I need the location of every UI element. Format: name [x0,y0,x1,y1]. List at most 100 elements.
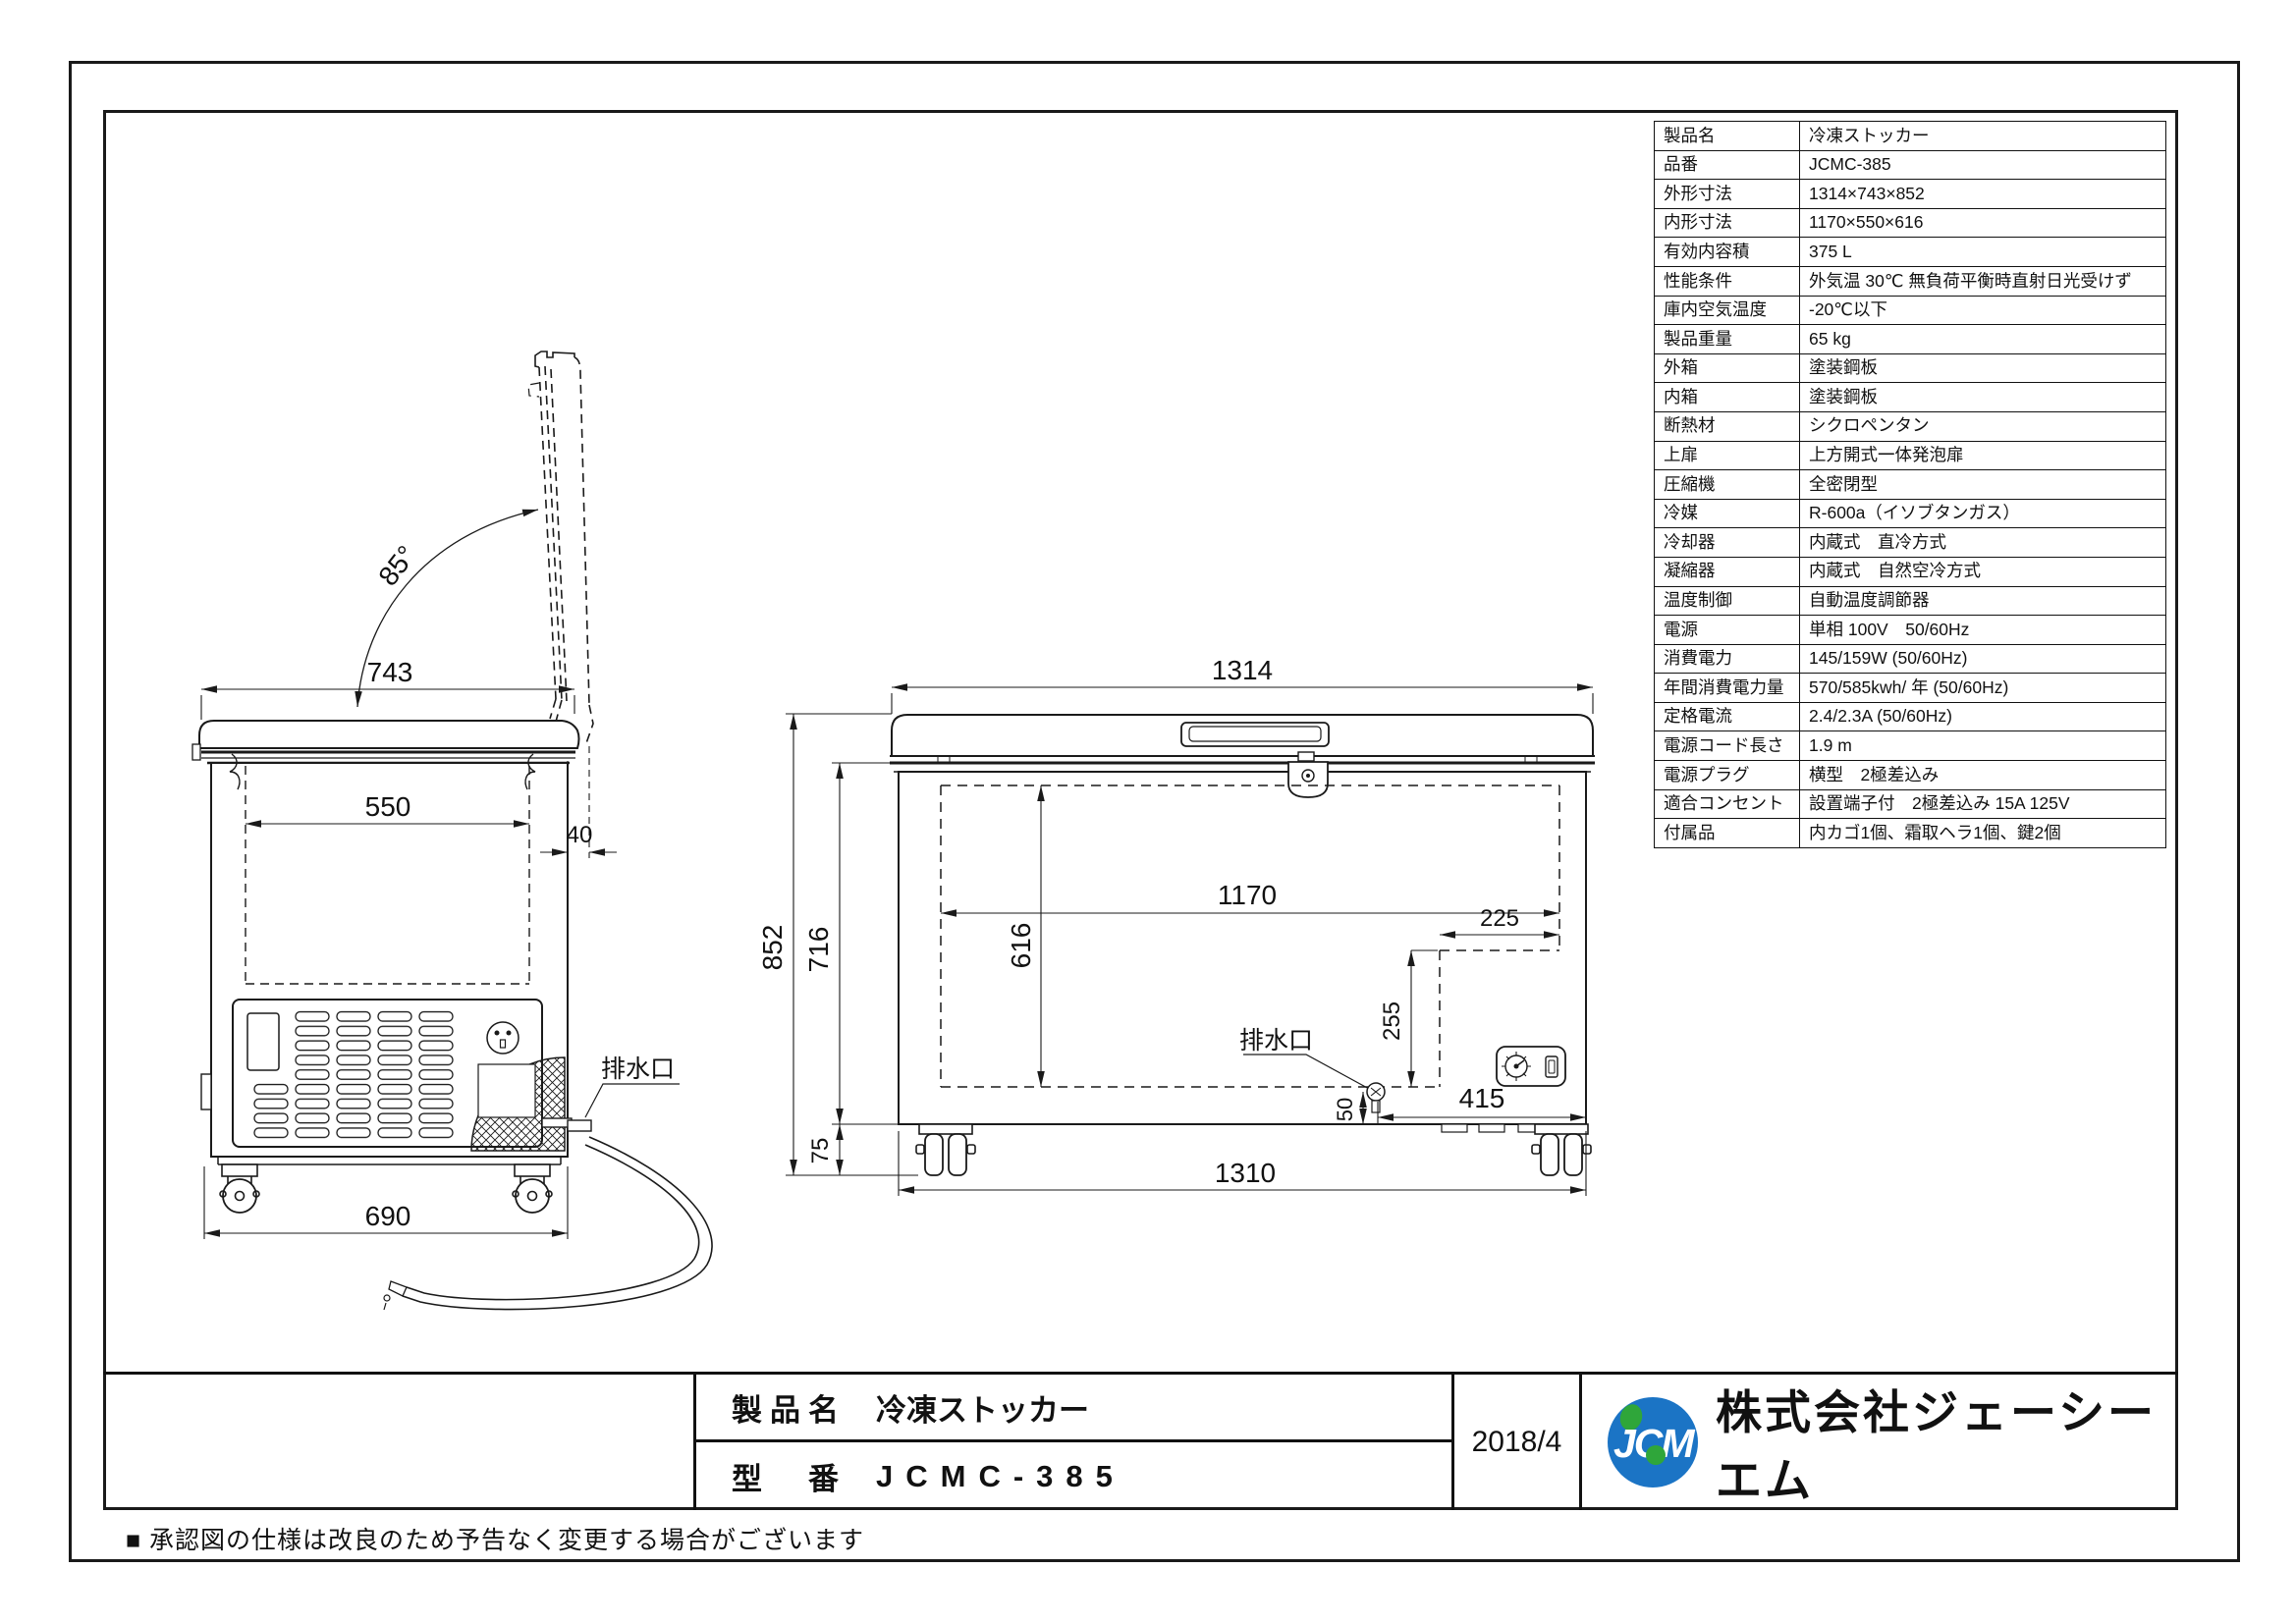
svg-text:225: 225 [1480,905,1519,932]
spec-value: 外気温 30℃ 無負荷平衡時直射日光受けず [1799,265,2166,297]
product-name-value: 冷凍ストッカー [876,1392,1089,1428]
svg-text:1310: 1310 [1215,1158,1276,1188]
dim-drain-415: 415 [1377,1083,1586,1123]
open-lid-dashed [527,356,594,744]
spec-row: 圧縮機全密閉型 [1654,469,2166,500]
spec-label: 付属品 [1654,818,1800,848]
rating-plate [246,1012,280,1071]
front-gasket [890,755,1595,773]
side-cavity-dashed [245,766,530,985]
front-caster-right [1531,1123,1592,1176]
front-body [898,771,1587,1125]
spec-row: 付属品内カゴ1個、霜取ヘラ1個、鍵2個 [1654,818,2166,848]
spec-value: 自動温度調節器 [1799,585,2166,617]
svg-text:50: 50 [1333,1098,1357,1121]
control-panel [1496,1046,1566,1087]
svg-text:75: 75 [807,1138,834,1164]
footnote: ■ 承認図の仕様は改良のため予告なく変更する場合がございます [126,1527,865,1554]
pilot-lamp-icon [1545,1055,1558,1078]
spec-label: 製品重量 [1654,324,1800,354]
side-lid-closed [198,720,580,749]
spec-label: 品番 [1654,149,1800,181]
dim-inner-616: 616 [1006,785,1045,1087]
thermostat-dial-icon [1502,1052,1531,1081]
spec-value: 全密閉型 [1799,469,2166,500]
spec-label: 内箱 [1654,382,1800,412]
svg-text:852: 852 [757,925,788,971]
spec-label: 年間消費電力量 [1654,673,1800,703]
spec-label: 断熱材 [1654,410,1800,442]
spec-label: 冷媒 [1654,498,1800,529]
title-block-empty-cell [103,1375,693,1510]
dim-width-1314: 1314 [891,655,1594,714]
front-caster-left [915,1123,976,1176]
spec-value: 塗装鋼板 [1799,382,2166,412]
spec-value: 単相 100V 50/60Hz [1799,615,2166,645]
side-lid-front-lip [191,743,201,761]
spec-value: -20℃以下 [1799,295,2166,326]
svg-text:616: 616 [1006,923,1036,969]
spec-value: 設置端子付 2極差込み 15A 125V [1799,788,2166,820]
svg-text:716: 716 [803,927,834,973]
drain-recess [477,1063,536,1118]
front-view-drawing: 1314 [757,655,1595,1196]
spec-value: 1314×743×852 [1799,179,2166,209]
spec-row: 凝縮器内蔵式 自然空冷方式 [1654,556,2166,587]
svg-text:40: 40 [567,822,593,848]
spec-label: 電源 [1654,615,1800,645]
model-number-row: 型 番 JCMC-385 [696,1442,1451,1510]
outer-border [69,61,2240,1562]
dim-base-1310: 1310 [898,1131,1587,1196]
spec-label: 内形寸法 [1654,207,1800,239]
jcm-logo-icon: JCM [1608,1397,1698,1488]
base-feet-tabs [1441,1123,1545,1133]
spec-label: 冷却器 [1654,527,1800,558]
angle-value: 85° [372,540,421,591]
spec-value: 145/159W (50/60Hz) [1799,643,2166,675]
spec-label: 庫内空気温度 [1654,295,1800,326]
title-block: 製品名 冷凍ストッカー 型 番 JCMC-385 2018/4 JCM 株式会社… [103,1372,2178,1510]
spec-value: 1170×550×616 [1799,207,2166,239]
spec-label: 電源プラグ [1654,760,1800,790]
model-number-value: JCMC-385 [876,1458,1125,1493]
spec-value: 1.9 m [1799,730,2166,762]
dim-base-690: 690 [203,1166,569,1239]
drain-label: 排水口 [1239,1027,1313,1055]
dim-height-852: 852 [757,713,918,1176]
svg-text:743: 743 [367,657,413,687]
svg-text:1170: 1170 [1218,880,1277,910]
drawing-border [103,110,2178,1510]
front-drain: 排水口 [1239,1027,1386,1113]
side-caster-left [219,1163,260,1214]
model-number-label: 型 番 [732,1462,847,1496]
svg-text:690: 690 [365,1201,411,1231]
spec-value: 塗装鋼板 [1799,352,2166,384]
dim-step-255: 255 [1379,949,1438,1087]
spec-row: 電源単相 100V 50/60Hz [1654,615,2166,645]
spec-value: 内カゴ1個、霜取ヘラ1個、鍵2個 [1799,818,2166,848]
spec-value: シクロペンタン [1799,410,2166,442]
hose-nozzle [388,1280,408,1297]
spec-row: 断熱材シクロペンタン [1654,410,2166,442]
lid-lock [1287,751,1329,798]
lid-handle [1180,722,1330,747]
spec-label: 定格電流 [1654,701,1800,732]
svg-text:550: 550 [365,791,411,822]
company-cell: JCM 株式会社ジェーシーエム [1579,1375,2178,1510]
spec-value: JCMC-385 [1799,149,2166,181]
spec-label: 電源コード長さ [1654,730,1800,762]
spec-label: 凝縮器 [1654,556,1800,587]
spec-value: 冷凍ストッカー [1799,121,2166,151]
spec-row: 性能条件外気温 30℃ 無負荷平衡時直射日光受けず [1654,265,2166,297]
drain-label: 排水口 [601,1055,675,1083]
spec-label: 消費電力 [1654,643,1800,675]
side-view-drawing: 85° 743 550 [191,351,713,1311]
hinge-left [229,753,241,790]
dim-body-716: 716 [803,762,899,1125]
drawing-date: 2018/4 [1451,1375,1579,1510]
